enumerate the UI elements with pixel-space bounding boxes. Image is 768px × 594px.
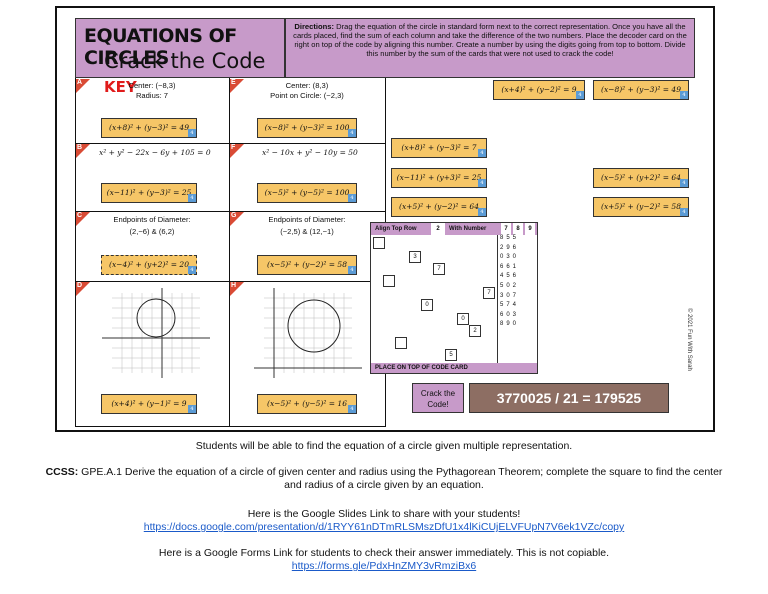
decoder-hole: 5	[445, 349, 457, 361]
panel-letter: D	[76, 282, 90, 296]
decoder-footer: PLACE ON TOP OF CODE CARD	[371, 363, 537, 373]
decoder-hole: 7	[433, 263, 445, 275]
decoder-hole: 0	[457, 313, 469, 325]
panel-label: Radius: 7	[135, 91, 169, 100]
forms-link[interactable]: https://forms.gle/PdxHnZMY3vRmziBx6	[291, 560, 477, 572]
objective-text: Students will be able to find the equati…	[195, 440, 573, 452]
copyright: © 2021 Fun With Sarah	[686, 308, 692, 371]
panel-equation: x² − 10x + y² − 10y = 50	[262, 148, 358, 157]
grid-line	[75, 143, 386, 144]
panel-label: (2,−6) & (6,2)	[129, 227, 175, 236]
decoder-hole: 0	[421, 299, 433, 311]
directions: Directions: Drag the equation of the cir…	[285, 18, 695, 78]
decoder-hole	[373, 237, 385, 249]
decoder-card[interactable]: Align Top Row 2 With Number 7 8 9 3 7 7 …	[370, 222, 538, 374]
grid-line	[75, 78, 76, 427]
forms-text: Here is a Google Forms Link for students…	[158, 547, 610, 559]
panel-equation: x² + y² − 22x − 6y + 105 = 0	[99, 148, 211, 157]
circle-graph-h	[254, 288, 362, 378]
panel-label: Point on Circle: (−2,3)	[270, 91, 344, 100]
title: EQUATIONS OF CIRCLES	[84, 25, 237, 69]
panel-label: Endpoints of Diameter:	[268, 215, 346, 224]
panel-letter: H	[230, 282, 244, 296]
circle-graph-d	[102, 288, 210, 378]
decoder-divider	[497, 235, 498, 365]
decoder-hole	[383, 275, 395, 287]
panel-label: Center: (8,3)	[285, 81, 329, 90]
grid-line	[75, 211, 386, 212]
grid-line	[75, 281, 386, 282]
decoder-hole: 3	[409, 251, 421, 263]
decoder-header: Align Top Row 2 With Number 7 8 9	[371, 223, 537, 235]
crack-code-label: Crack the Code!	[412, 383, 464, 413]
subtitle: Crack the Code KEY	[104, 49, 266, 96]
grid-line	[75, 426, 386, 427]
slides-text: Here is the Google Slides Link to share …	[247, 508, 521, 520]
code-digits: 855 296 030 661 456 502 307 574 603 890	[500, 235, 520, 328]
grid-line	[229, 78, 230, 427]
key-label: KEY	[104, 78, 137, 96]
decoder-hole	[395, 337, 407, 349]
slides-link[interactable]: https://docs.google.com/presentation/d/1…	[143, 521, 625, 533]
decoder-hole: 7	[483, 287, 495, 299]
title-box: EQUATIONS OF CIRCLES Crack the Code KEY	[75, 18, 285, 96]
worksheet-slide: EQUATIONS OF CIRCLES Crack the Code KEY …	[55, 6, 715, 432]
ccss-text: CCSS: GPE.A.1 Derive the equation of a c…	[45, 466, 723, 491]
panel-label: Endpoints of Diameter:	[113, 215, 191, 224]
decoder-hole: 2	[469, 325, 481, 337]
panel-label: Center: (−8,3)	[128, 81, 176, 90]
answer-box: 3770025 / 21 = 179525	[469, 383, 669, 413]
panel-letter: B	[76, 144, 90, 158]
panel-letter: F	[230, 144, 244, 158]
panel-label: (−2,5) & (12,−1)	[280, 227, 334, 236]
